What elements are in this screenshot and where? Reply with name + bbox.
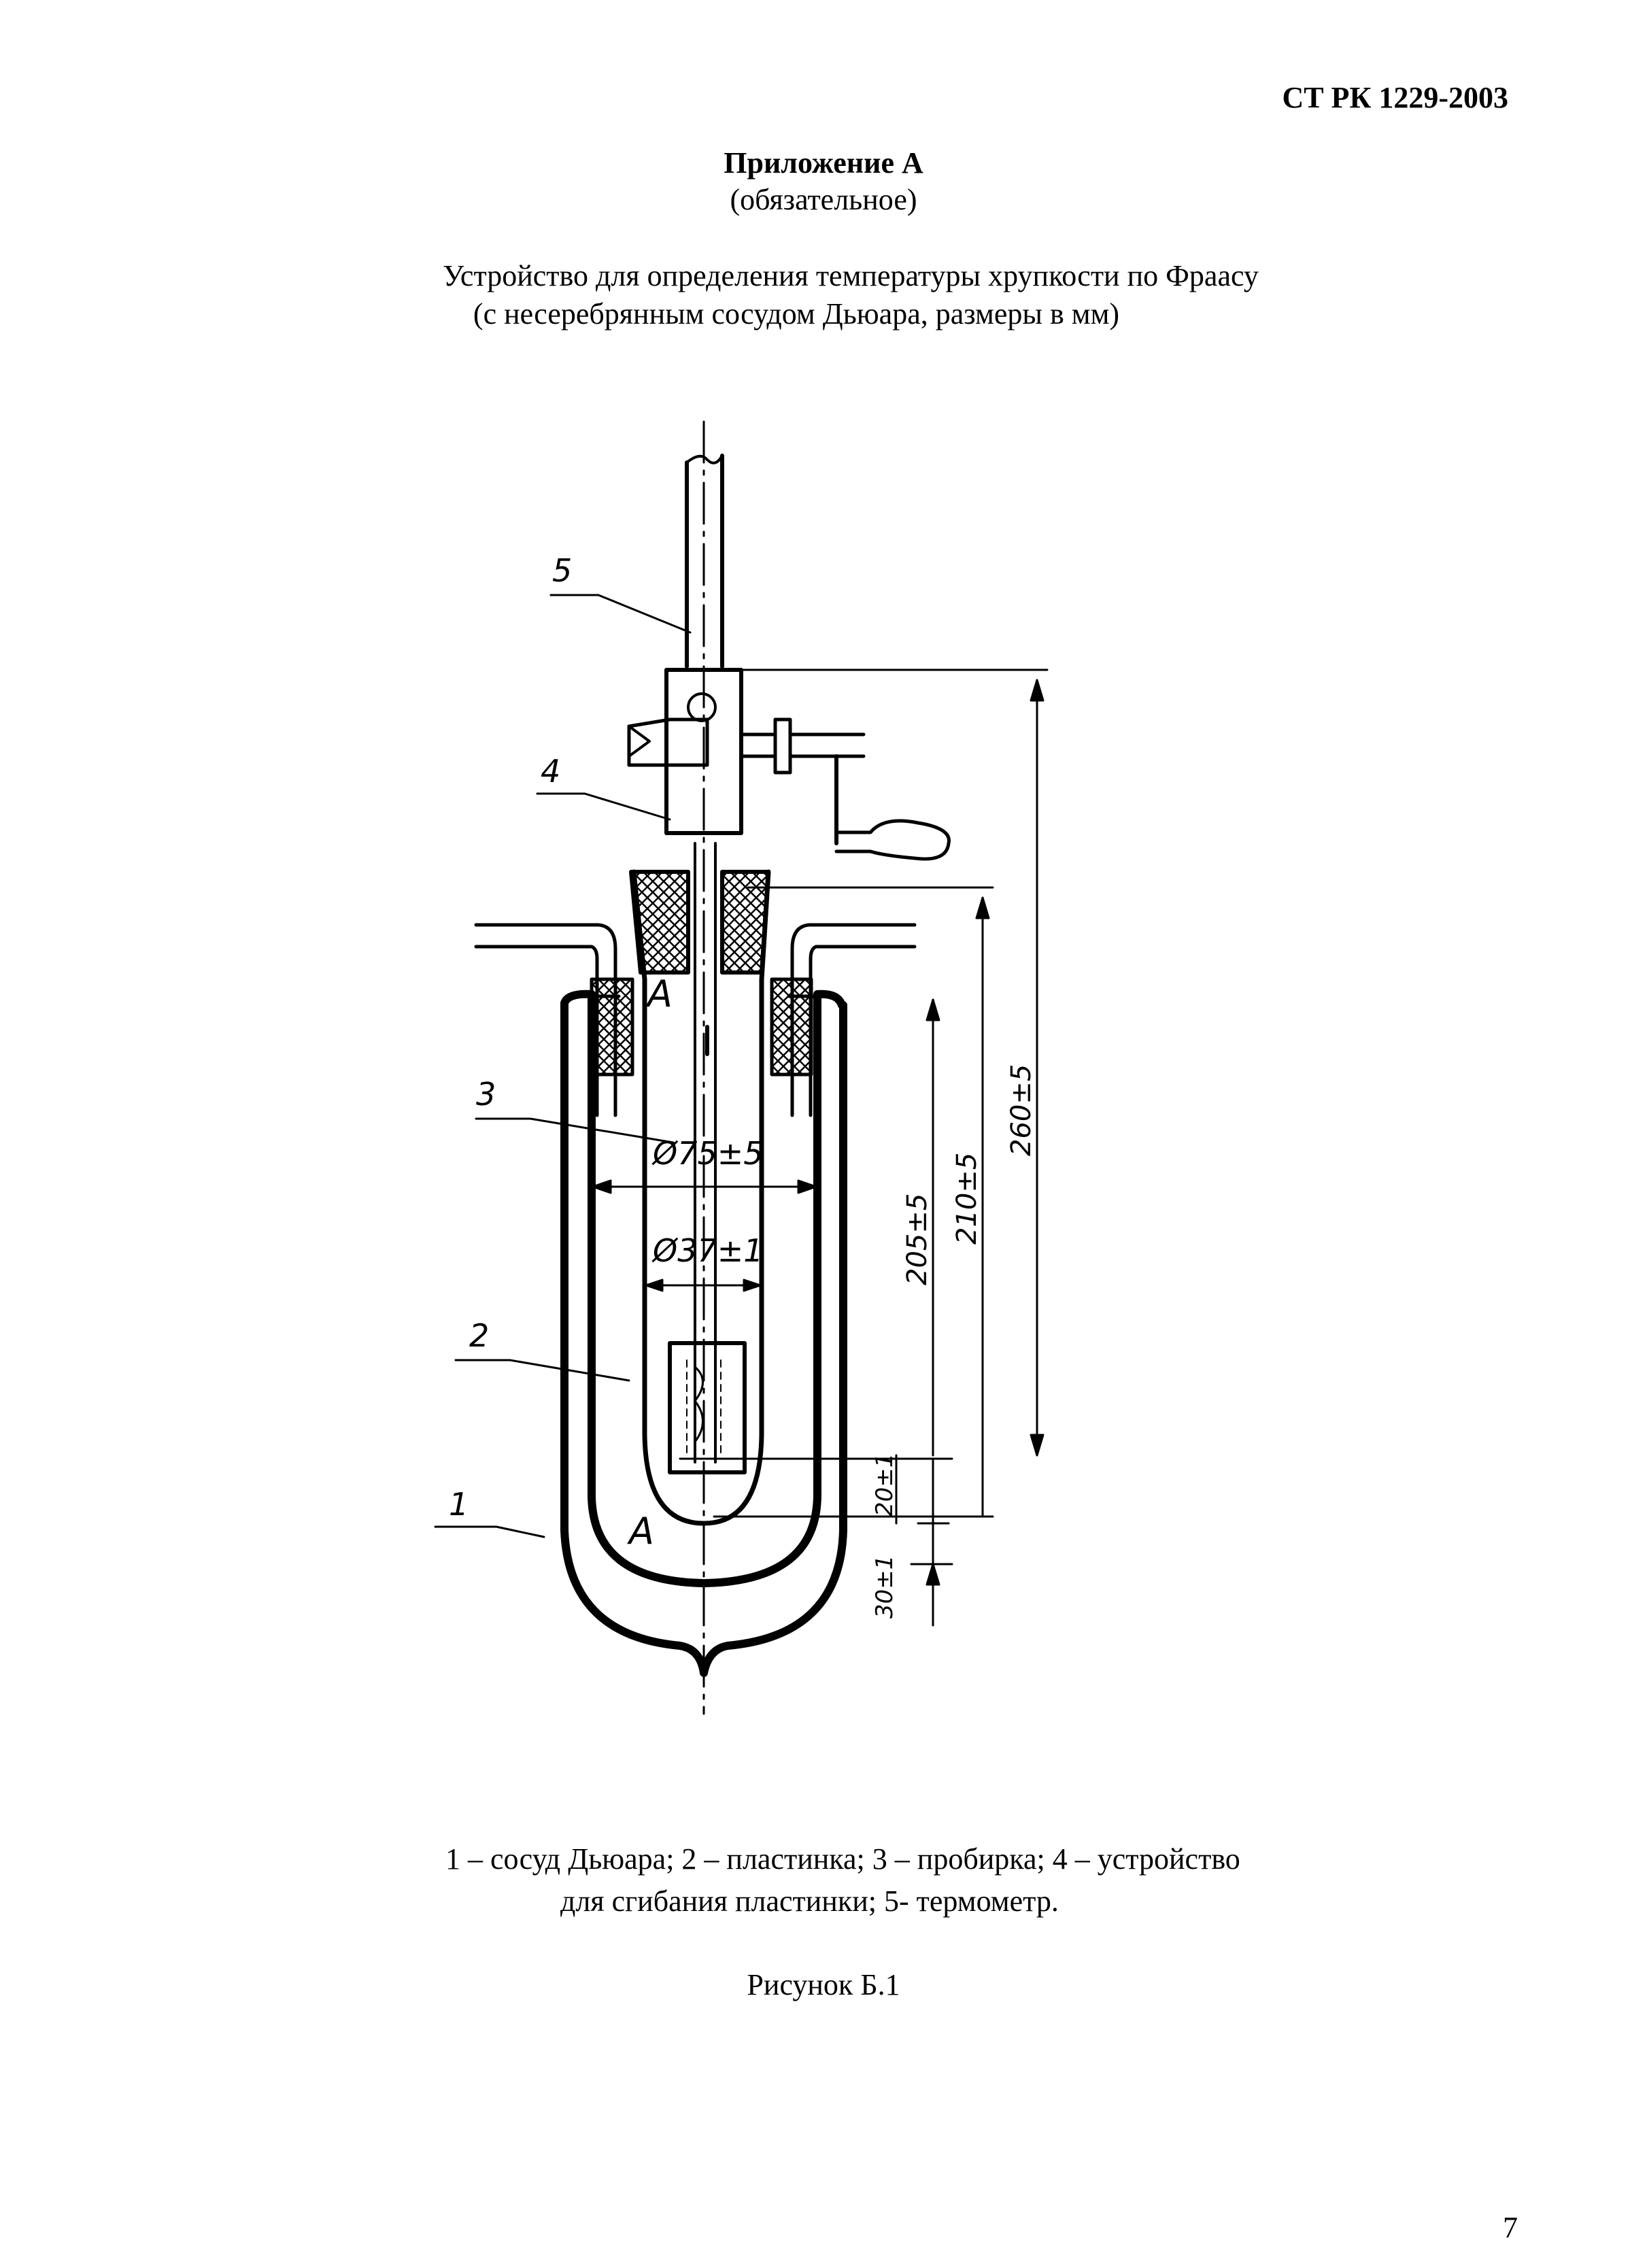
stopper-top	[629, 870, 770, 975]
callout-3: 3	[476, 1076, 496, 1113]
test-tube	[631, 869, 771, 1526]
appendix-status: (обязательное)	[730, 183, 917, 216]
figure-title-line1: Устройство для определения температуры х…	[443, 259, 1259, 292]
appendix-title: Приложение А	[724, 146, 923, 180]
thermometer	[685, 454, 724, 1463]
legend-line2: для сгибания пластинки; 5- термометр.	[560, 1884, 1059, 1918]
dim-205-label: 205±5	[902, 1194, 933, 1285]
callout-4: 4	[541, 753, 560, 790]
dim-260-label: 260±5	[1006, 1064, 1037, 1156]
dimension-d75	[592, 1179, 817, 1194]
bending-device	[627, 668, 951, 861]
dim-210-label: 210±5	[951, 1153, 983, 1245]
dimension-d37	[645, 1279, 762, 1292]
dim-d37-label: Ø37±1	[651, 1232, 764, 1269]
specimen-plate	[668, 1025, 747, 1474]
legend-line1: 1 – сосуд Дьюара; 2 – пластинка; 3 – про…	[445, 1842, 1240, 1876]
callout-5: 5	[552, 552, 572, 589]
section-mark-lower: А	[627, 1510, 654, 1553]
dimension-right	[679, 668, 1049, 1627]
stopper-side	[590, 977, 813, 1077]
callout-leaders	[434, 594, 692, 1538]
callout-2: 2	[469, 1317, 489, 1354]
callout-1: 1	[449, 1486, 469, 1523]
figure-title-line2: (с несеребрянным сосудом Дьюара, размеры…	[473, 297, 1120, 331]
page-number: 7	[1503, 2211, 1518, 2244]
dim-d75-label: Ø75±5	[651, 1135, 764, 1172]
dim-20-label: 20±1	[871, 1453, 898, 1517]
side-tubes	[474, 923, 917, 1117]
figure-caption: Рисунок Б.1	[747, 1968, 900, 2001]
section-mark-upper: А	[645, 972, 673, 1015]
dewar-vessel	[560, 989, 847, 1677]
dim-30-label: 30±1	[871, 1555, 898, 1619]
document-code: СТ РК 1229-2003	[1282, 81, 1508, 114]
